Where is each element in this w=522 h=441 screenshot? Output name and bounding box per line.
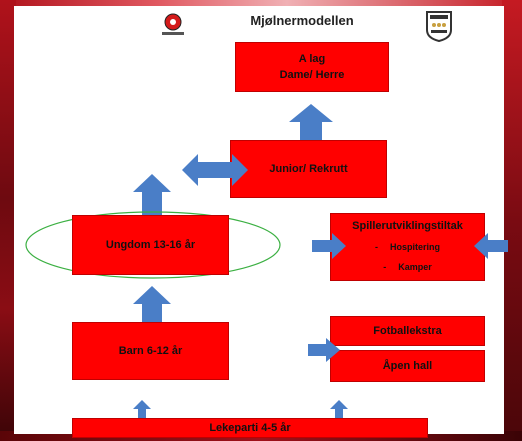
a-lag-box: A lag Dame/ Herre: [235, 42, 389, 92]
up-arrow-icon: [133, 174, 171, 220]
right-arrow-icon: [312, 233, 346, 259]
page-title: Mjølnermodellen: [250, 13, 354, 28]
background-left: [0, 0, 16, 441]
a-lag-label: A lag: [298, 53, 326, 65]
club-crest-logo: [158, 12, 188, 38]
up-arrow-icon: [330, 400, 348, 420]
bullet-dash: -: [383, 262, 387, 272]
bullet-dash: -: [374, 242, 378, 252]
quality-badge-logo: [425, 10, 453, 43]
kamper-label: Kamper: [398, 262, 432, 272]
lekeparti-label: Lekeparti 4-5 år: [209, 422, 291, 434]
bullet-hospitering: - Hospitering: [375, 240, 440, 254]
hospitering-label: Hospitering: [389, 242, 440, 252]
left-arrow-icon: [474, 233, 508, 259]
fotballekstra-box: Fotballekstra: [330, 316, 485, 346]
fotballekstra-label: Fotballekstra: [373, 325, 442, 337]
apen-hall-label: Åpen hall: [382, 360, 433, 372]
double-arrow-icon: [182, 154, 248, 186]
barn-box: Barn 6-12 år: [72, 322, 229, 380]
spillerutvikling-title: Spillerutviklingstiltak: [352, 220, 463, 232]
highlight-ellipse: [25, 211, 281, 279]
junior-box: Junior/ Rekrutt: [230, 140, 387, 198]
junior-label: Junior/ Rekrutt: [269, 163, 348, 175]
ungdom-box: Ungdom 13-16 år: [72, 215, 229, 275]
a-lag-sublabel: Dame/ Herre: [279, 69, 345, 81]
up-arrow-icon: [289, 104, 333, 144]
barn-label: Barn 6-12 år: [118, 345, 183, 357]
bullet-kamper: - Kamper: [383, 260, 432, 274]
apen-hall-box: Åpen hall: [330, 350, 485, 382]
spillerutvikling-box: Spillerutviklingstiltak - Hospitering - …: [330, 213, 485, 281]
ungdom-label: Ungdom 13-16 år: [105, 239, 196, 251]
background-right: [502, 0, 522, 441]
lekeparti-box: Lekeparti 4-5 år: [72, 418, 428, 438]
up-arrow-icon: [133, 400, 151, 420]
right-arrow-icon: [308, 338, 340, 362]
